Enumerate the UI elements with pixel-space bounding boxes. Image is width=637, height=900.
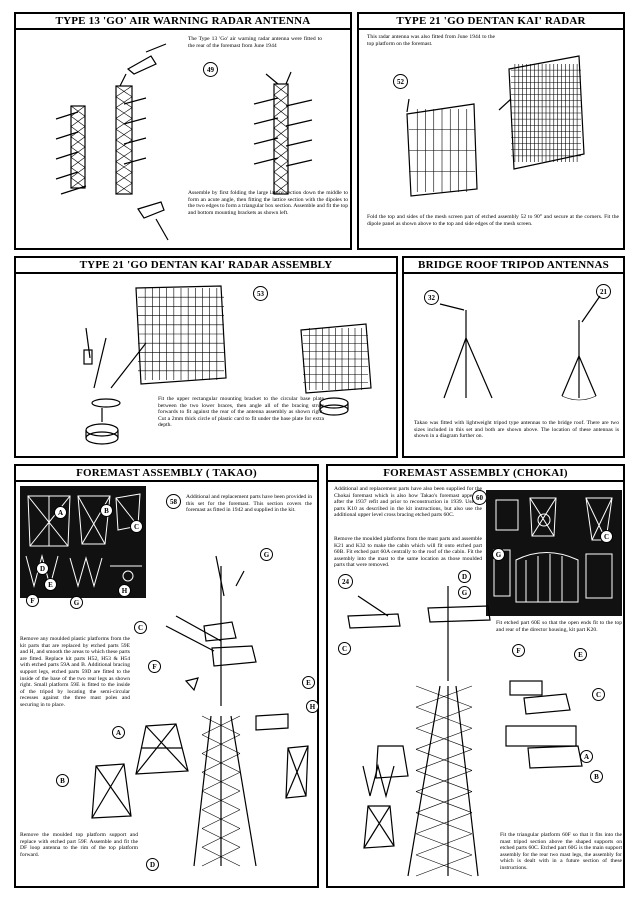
panel-foremast-chokai: FOREMAST ASSEMBLY (CHOKAI) Additional an… <box>326 464 625 888</box>
panel-bridge-tripod: BRIDGE ROOF TRIPOD ANTENNAS 32 21 Takao … <box>402 256 625 458</box>
panel-type13-go-radar: TYPE 13 'GO' AIR WARNING RADAR ANTENNA T… <box>14 12 352 250</box>
panel-title: TYPE 21 'GO DENTAN KAI' RADAR <box>359 14 623 30</box>
etch-fret-photo <box>486 490 622 616</box>
instruction-text: Fit the upper rectangular mounting brack… <box>158 396 324 429</box>
callout-e: E <box>302 676 315 689</box>
step-number-2: 24 <box>338 574 353 589</box>
callout-g: G <box>260 548 273 561</box>
callout-c: C <box>338 642 351 655</box>
intro-text: Additional and replacement parts have al… <box>334 486 482 519</box>
callout-d: D <box>458 570 471 583</box>
label-f: F <box>26 594 39 607</box>
panel-title: TYPE 13 'GO' AIR WARNING RADAR ANTENNA <box>16 14 350 30</box>
label-h: H <box>118 584 131 597</box>
instruction-text: Assemble by first folding the large latt… <box>188 190 349 216</box>
label-b: B <box>100 504 113 517</box>
step-number: 58 <box>166 494 181 509</box>
label-d: D <box>36 562 49 575</box>
intro-text: Additional and replacement parts have be… <box>186 494 312 514</box>
instruction-text: Fold the top and sides of the mesh scree… <box>367 214 619 227</box>
callout-f: F <box>148 660 161 673</box>
panel-type21-radar: TYPE 21 'GO DENTAN KAI' RADAR This radar… <box>357 12 625 250</box>
label-a: A <box>54 506 67 519</box>
callout-b: B <box>56 774 69 787</box>
instruction-text: Takao was fitted with lightweight tripod… <box>414 420 619 440</box>
instruction-text: Remove any moulded plastic platforms fro… <box>20 636 130 708</box>
etch-fret-photo <box>20 486 146 598</box>
panel-type21-radar-assembly: TYPE 21 'GO DENTAN KAI' RADAR ASSEMBLY 5… <box>14 256 398 458</box>
label-g: G <box>492 548 505 561</box>
label-g: G <box>70 596 83 609</box>
panel-title: TYPE 21 'GO DENTAN KAI' RADAR ASSEMBLY <box>16 258 396 274</box>
lattice-antenna-diagram <box>55 43 313 241</box>
callout-a: A <box>580 750 593 763</box>
intro-text: The Type 13 'Go' air warning radar anten… <box>188 36 322 49</box>
instruction-text-2: Remove the moulded top platform support … <box>20 832 138 858</box>
intro-text-2: Remove the moulded platforms from the ma… <box>334 536 482 569</box>
callout-h: H <box>306 700 319 713</box>
callout-e: E <box>574 648 587 661</box>
intro-text: This radar antenna was also fitted from … <box>367 34 495 47</box>
label-c: C <box>130 520 143 533</box>
step-number: 53 <box>253 286 268 301</box>
step-number: 49 <box>203 62 218 77</box>
panel-title: BRIDGE ROOF TRIPOD ANTENNAS <box>404 258 623 274</box>
callout-d: D <box>146 858 159 871</box>
radar-assembly-diagram <box>83 285 372 445</box>
mesh-screen-diagram <box>406 55 585 197</box>
chokai-foremast-diagram <box>347 586 583 877</box>
callout-f: F <box>512 644 525 657</box>
instruction-text: Fit etched part 60E so that the open end… <box>496 620 622 633</box>
panel-title: FOREMAST ASSEMBLY ( TAKAO) <box>16 466 317 482</box>
panel-title: FOREMAST ASSEMBLY (CHOKAI) <box>328 466 623 482</box>
panel-foremast-takao: FOREMAST ASSEMBLY ( TAKAO) A B C D E F G… <box>14 464 319 888</box>
callout-b: B <box>590 770 603 783</box>
callout-c2: C <box>592 688 605 701</box>
step-number: 52 <box>393 74 408 89</box>
instruction-text-2: Fit the triangular platform 60F so that … <box>500 832 622 871</box>
callout-g: G <box>458 586 471 599</box>
callout-a: A <box>112 726 125 739</box>
step-number-left: 32 <box>424 290 439 305</box>
label-c: C <box>600 530 613 543</box>
callout-c: C <box>134 621 147 634</box>
tripod-diagram <box>439 295 601 401</box>
takao-foremast-diagram <box>91 555 309 867</box>
step-number-right: 21 <box>596 284 611 299</box>
label-e: E <box>44 578 57 591</box>
